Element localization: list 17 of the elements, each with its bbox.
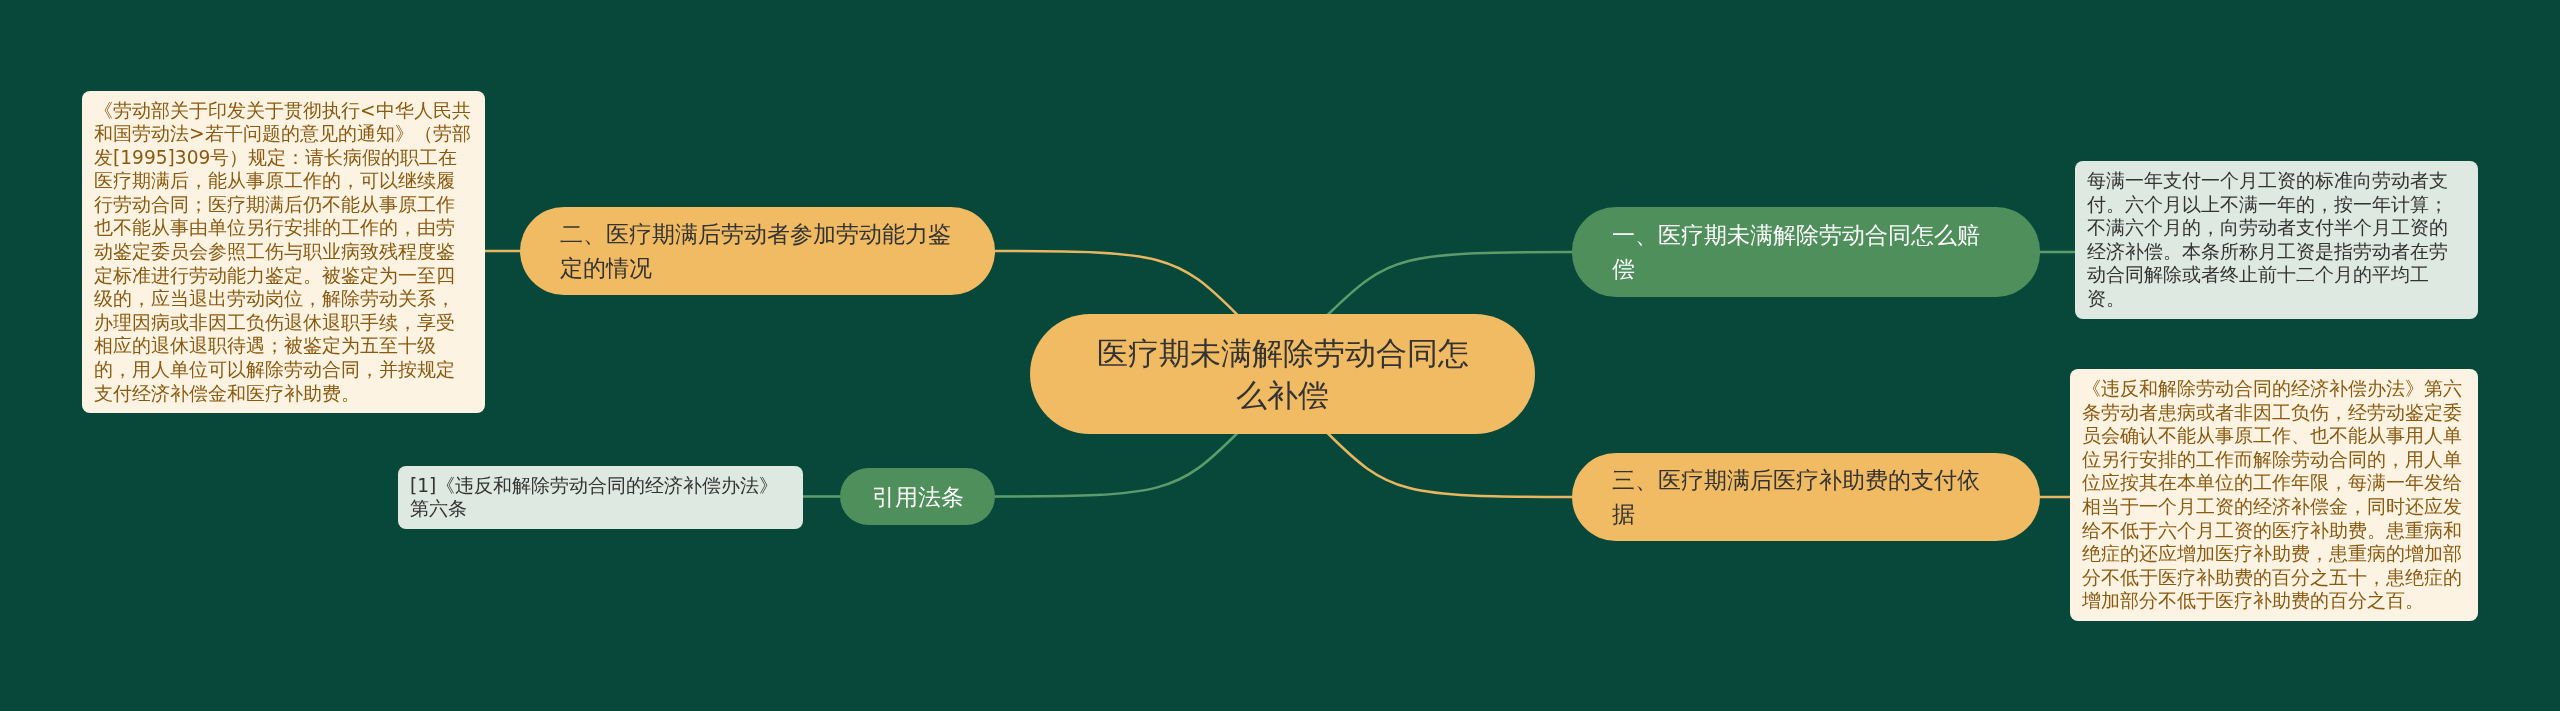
note-box: 每满一年支付一个月工资的标准向劳动者支付。六个月以上不满一年的，按一年计算；不满六个月的，向劳动者支付半个月工资的经济补偿。本条所称月工资是指劳动者在劳动合同解除或者终止前十二个月的平均工资。 [2075, 161, 2478, 319]
central-topic: 医疗期未满解除劳动合同怎么补偿 [1030, 314, 1535, 434]
branch-topic: 二、医疗期满后劳动者参加劳动能力鉴定的情况 [520, 207, 995, 295]
note-box: [1]《违反和解除劳动合同的经济补偿办法》第六条 [398, 465, 803, 529]
connector-line [1326, 250, 1572, 316]
connector-line [2040, 495, 2070, 499]
branch-topic: 三、医疗期满后医疗补助费的支付依据 [1572, 453, 2040, 541]
connector-line [995, 249, 1239, 316]
branch-topic: 一、医疗期未满解除劳动合同怎么赔偿 [1572, 207, 2040, 297]
branch-topic: 引用法条 [840, 468, 995, 525]
note-box: 《劳动部关于印发关于贯彻执行<中华人民共和国劳动法>若干问题的意见的通知》（劳部发[1995]309号）规定：请长病假的职工在医疗期满后，能从事原工作的，可以继续履行劳动合同；医疗期满后仍不能从事原工作也不能从事由单位另行安排的工作的，由劳动鉴定委员会参照工伤与职业病致残程度鉴定标准进行劳动能力鉴定。被鉴定为一至四级的，应当退出劳动岗位，解除劳动关系，办理因病或非因工负伤退休退职手续，享受相应的退休退职待遇；被鉴定为五至十级的，用人单位可以解除劳动合同，并按规定支付经济补偿金和医疗补助费。 [82, 90, 485, 414]
connector-line [803, 495, 840, 498]
connector-line [2040, 250, 2075, 254]
connector-line [1326, 432, 1572, 499]
connector-line [995, 432, 1239, 498]
connector-line [485, 249, 520, 253]
note-box: 《违反和解除劳动合同的经济补偿办法》第六条劳动者患病或者非因工负伤，经劳动鉴定委员会确认不能从事原工作、也不能从事用人单位另行安排的工作而解除劳动合同的，用人单位应按其在本单位的工作年限，每满一年发给相当于一个月工资的经济补偿金，同时还应发给不低于六个月工资的医疗补助费。患重病和绝症的还应增加医疗补助费，患重病的增加部分不低于医疗补助费的百分之五十，患绝症的增加部分不低于医疗补助费的百分之百。 [2070, 369, 2478, 621]
